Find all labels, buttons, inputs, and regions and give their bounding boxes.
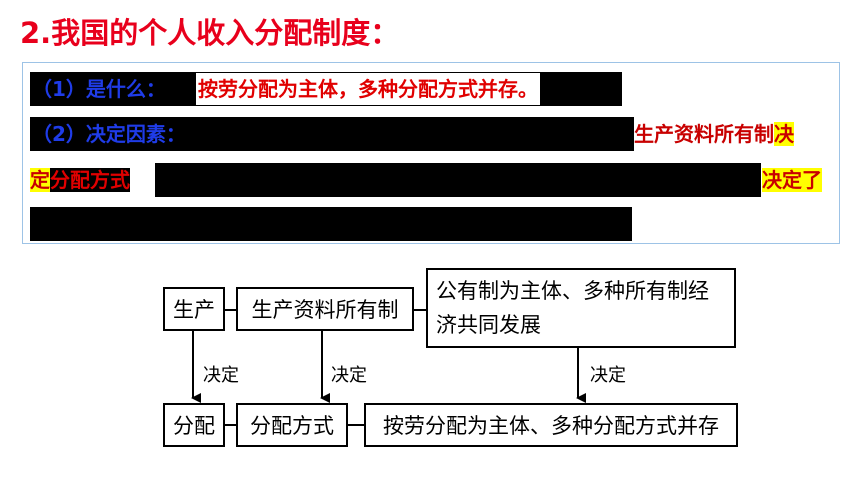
- highlight-decide-b: 定: [30, 168, 50, 192]
- arrow-label-1: 决定: [203, 365, 239, 386]
- highlight-decided: 决定了: [762, 168, 822, 192]
- question-2-label: （2）决定因素：: [32, 122, 186, 146]
- question-1-label: （1）是什么：: [32, 77, 166, 101]
- node-ownership-system: 公有制为主体、多种所有制经济共同发展: [426, 268, 736, 348]
- arrow-label-3: 决定: [590, 365, 626, 386]
- highlight-ownership: 生产资料所有制: [634, 122, 774, 146]
- page-title: 2.我国的个人收入分配制度：: [20, 16, 400, 50]
- highlight-decide-a: 决: [774, 122, 794, 146]
- node-production: 生产: [163, 287, 225, 331]
- node-distribution-system: 按劳分配为主体、多种分配方式并存: [364, 403, 738, 447]
- factor-line-3-start: 定分配方式: [30, 164, 130, 196]
- redaction-bar-4: [30, 207, 632, 241]
- question-1-answer-text: 按劳分配为主体，多种分配方式并存。: [198, 77, 538, 101]
- factor-line-3-end: 决定了: [762, 164, 822, 196]
- redaction-bar-3: [155, 163, 761, 197]
- node-distribution-method: 分配方式: [236, 403, 348, 447]
- redaction-bar-2: [30, 117, 634, 151]
- distribution-method-text: 分配方式: [50, 168, 130, 192]
- node-ownership: 生产资料所有制: [236, 287, 414, 331]
- arrow-label-2: 决定: [331, 365, 367, 386]
- question-1-answer: 按劳分配为主体，多种分配方式并存。: [196, 73, 540, 105]
- factor-line-2: 生产资料所有制决: [634, 118, 794, 150]
- node-distribution: 分配: [163, 403, 225, 447]
